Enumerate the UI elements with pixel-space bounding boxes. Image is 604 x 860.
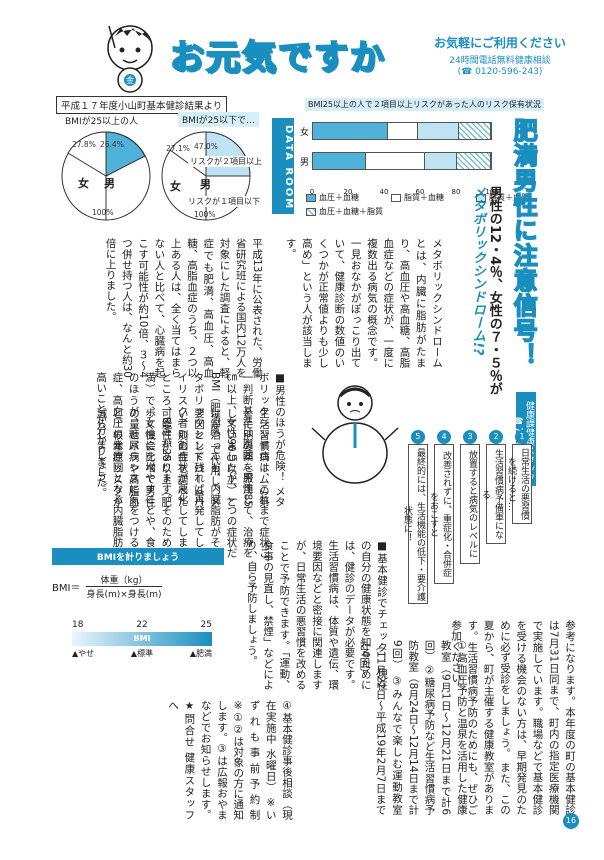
step-box: 改善されずに、重症化・合併症をおこすと <box>428 444 454 584</box>
text-column-1: メタボリックシンドロームとは、内臓に脂肪がたまり、高血圧や高血糖、高脂血症などの… <box>284 238 443 368</box>
bar-category-label: 男 <box>300 158 310 168</box>
step-number: 4 <box>437 430 451 444</box>
bar-row <box>312 152 492 170</box>
bmi-formula: BMI＝ 体重（kg） 身長(m)×身長(m) <box>52 573 224 600</box>
pie-under-risk1: リスクが１項目以下 <box>186 196 262 207</box>
bmi-scale: 18 22 25 BMI ▲やせ ▲標準 ▲肥満 <box>72 620 212 659</box>
subheadline: 男性の12・4％、女性の７・５％が メタボリックシンドローム!? <box>468 186 502 395</box>
bar-chart: 女男 0 20 40 60 80 100 <box>300 112 499 196</box>
bmi-scale-bar: BMI <box>72 632 212 646</box>
bar-segment <box>387 123 419 139</box>
step-number: 3 <box>463 430 477 444</box>
step-box: 最終的には、生活機能の低下・要介護状態に！ <box>402 444 428 604</box>
legend-item: 血圧＋血糖＋脂質 <box>306 206 391 217</box>
text-column-8: ④基本健診事後相談（現在実施中 水曜日） ※いずれも事前予約制 ※①②は対象の方… <box>167 700 293 820</box>
bar-x-tick: 80 <box>451 188 461 196</box>
bar-x-tick: 0 <box>309 188 315 196</box>
legend-label: 血圧＋血糖 <box>319 193 359 202</box>
pie-chart-over <box>61 131 151 221</box>
survey-title: 平成１７年度小山町基本健診結果より <box>56 96 228 114</box>
bar-segment <box>313 123 388 139</box>
subheadline-2: メタボリックシンドローム!? <box>469 186 485 356</box>
bmi-mark-normal: ▲標準 <box>130 649 154 658</box>
bmi-mark-obese: ▲肥満 <box>189 649 212 658</box>
legend-label: 血圧＋血糖＋脂質 <box>319 207 383 216</box>
legend-item: 脂質＋血圧 <box>476 192 561 203</box>
pie-over-female: 女 <box>78 177 89 190</box>
bar-x-tick: 20 <box>343 188 353 196</box>
overweight-man-illustration <box>311 385 399 484</box>
mascot-illustration: 金 <box>107 25 153 93</box>
bmi-header: BMIを計りましょう <box>52 548 224 565</box>
contact-box: お気軽にご利用ください 24時間電話無料健康相談 (☎ 0120-596-243… <box>420 34 580 77</box>
pie-under-male: 男 <box>200 178 211 191</box>
page-title: お元気ですか <box>169 37 386 79</box>
bar-segment <box>366 153 426 169</box>
pie-under-slice1: 27.1% <box>166 144 190 153</box>
bar-segment <box>313 153 367 169</box>
step-number: 1 <box>515 430 529 444</box>
data-room-tag: DATA ROOM <box>272 118 294 214</box>
bmi-mark-thin: ▲やせ <box>72 649 95 658</box>
bar-segment <box>425 153 458 169</box>
legend-item: 血圧＋血糖 <box>306 192 391 203</box>
text-column-5: ■基本健診でチェック！ 現在の自分の健康状態を知るためには、健診のデータが必要で… <box>245 540 388 690</box>
bmi-lhs: BMI＝ <box>52 583 81 594</box>
bar-x-tick: 100 <box>485 188 499 196</box>
bar-x-tick: 40 <box>379 188 389 196</box>
text-column-2: 平成13年に公表された、労働省研究班による国内12万人を対象にした調査によると、… <box>104 238 263 378</box>
bar-x-tick: 60 <box>415 188 425 196</box>
text-column-4: ■男性のほうが危険！ メタボリックシンドロームの第一判断基準は腹囲（男性85㎝以… <box>95 372 286 507</box>
subheadline-1: 男性の12・4％、女性の７・５％が <box>486 186 502 396</box>
mascot-badge: 金 <box>126 75 134 85</box>
contact-phone: (☎ 0120-596-243) <box>457 67 543 77</box>
step-box: 生活習慣病予備軍になる <box>480 444 506 544</box>
text-column-3: 生活習慣病は、これまで症状ごとに別の薬を服用して、治療をしていましたが、一つの症… <box>95 408 270 558</box>
chart-title: BMI25以上の人で２項目以上リスクがあった人のリスク保有状況 <box>305 98 544 111</box>
step-box: 日常生活の悪習慣を続けると… <box>506 444 532 524</box>
bar-segment <box>458 123 492 139</box>
legend-item: 脂質＋血糖 <box>391 192 476 203</box>
bar-row <box>312 122 492 140</box>
legend-swatch <box>391 193 401 202</box>
legend-swatch <box>306 207 316 216</box>
legend-label: 脂質＋血圧 <box>489 193 529 202</box>
pie-under-total: 100% <box>194 210 216 219</box>
headline: 肥満男性に注意信号！ <box>508 117 538 369</box>
pie-over-total: 100% <box>92 208 114 217</box>
legend-label: 脂質＋血糖 <box>404 193 444 202</box>
pie-under-slice2: 47.0% <box>194 142 218 151</box>
bar-segment <box>418 123 459 139</box>
contact-line-1: お気軽にご利用ください <box>434 36 566 50</box>
step-number: 5 <box>411 430 425 444</box>
pie-over-slice2: 26.4% <box>100 140 124 149</box>
legend-swatch <box>306 193 316 202</box>
pie-over-slice1: 27.8% <box>72 140 96 149</box>
text-column-6: 参考になります。本年度の町の基本健診は7月31日同まで、町内の指定医療機関で実施… <box>450 620 576 815</box>
page-number: 16 <box>563 813 579 829</box>
pie-slice-female <box>67 131 107 177</box>
text-column-7: ①高血圧予防と温泉を活用した健康教室（9月1日～12月21日まで計6回） ②糖尿… <box>358 640 468 815</box>
bmi-box: BMIを計りましょう BMI＝ 体重（kg） 身長(m)×身長(m) 18 22… <box>52 548 224 666</box>
pie-under-risk2: リスクが２項目以上 <box>188 156 264 167</box>
bar-category-label: 女 <box>300 128 310 138</box>
legend-swatch <box>476 193 486 202</box>
bmi-denominator: 身長(m)×身長(m) <box>86 590 162 600</box>
bmi-under-label: BMIが25以下で… <box>178 112 260 127</box>
contact-line-2: 24時間電話無料健康相談 <box>449 56 551 66</box>
bar-segment <box>457 153 491 169</box>
bmi-over-label: BMIが25以上の人 <box>65 117 139 127</box>
bmi-scale-num: 25 <box>200 620 212 630</box>
step-number: 2 <box>489 430 503 444</box>
bmi-scale-num: 22 <box>136 620 148 630</box>
pie-under-female: 女 <box>170 180 181 193</box>
step-box: 放置すると病気のレベルに <box>460 444 480 564</box>
pie-over-male: 男 <box>104 177 115 190</box>
chart-legend: 血圧＋血糖 脂質＋血糖 脂質＋血圧血圧＋血糖＋脂質 <box>306 192 604 220</box>
bmi-numerator: 体重（kg） <box>86 573 162 587</box>
bmi-scale-num: 18 <box>72 620 84 630</box>
pie-slice-male <box>105 131 146 177</box>
